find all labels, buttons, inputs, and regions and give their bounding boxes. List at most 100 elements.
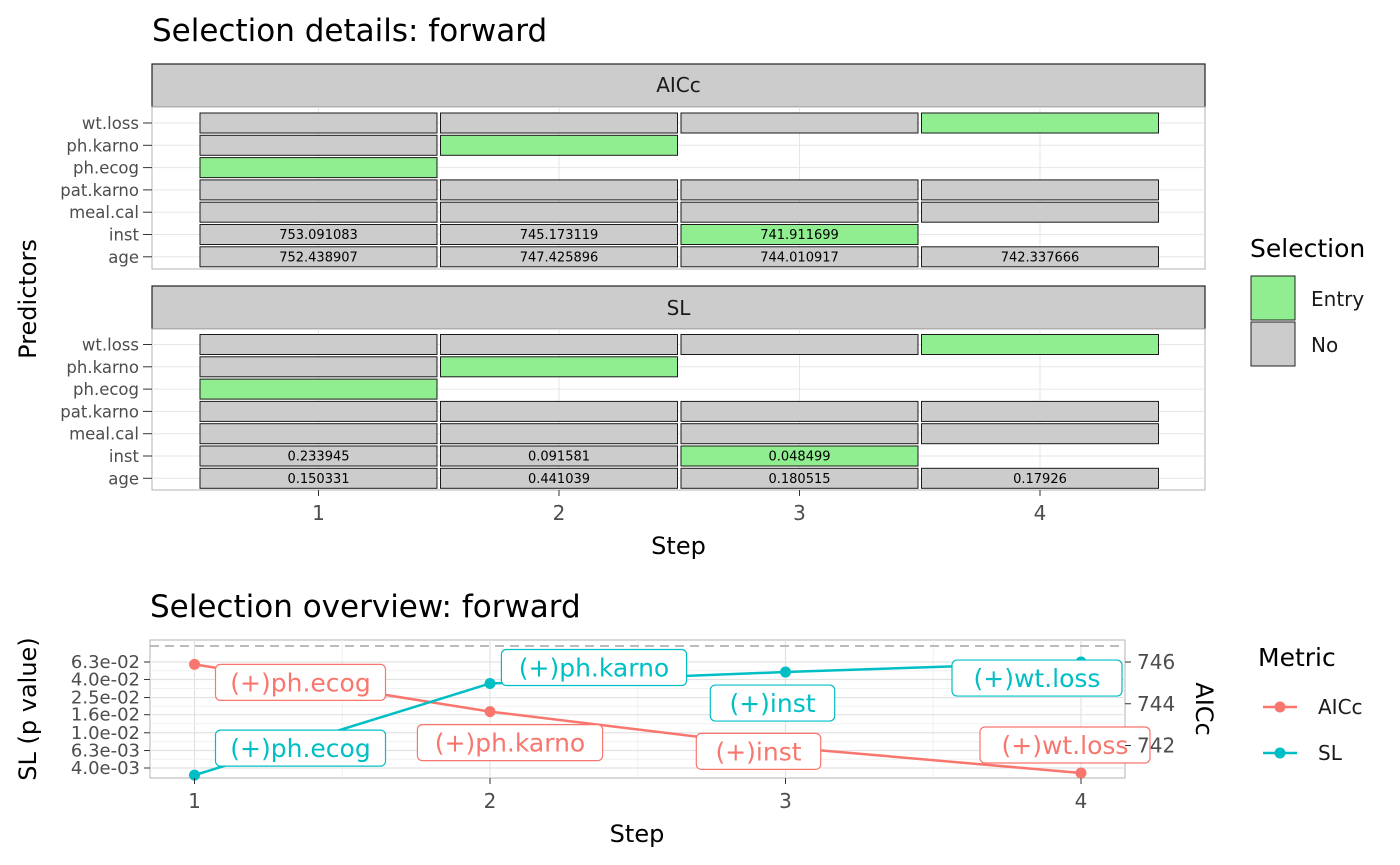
cell-value: 0.048499	[768, 450, 830, 465]
heatmap-cell	[440, 467, 678, 489]
point-label: (+)inst	[715, 737, 801, 766]
predictor-labels-aicc: wt.lossph.karnoph.ecogpat.karnomeal.cali…	[60, 114, 152, 267]
selection-legend-title: Selection	[1250, 234, 1365, 263]
x-tick-label: 2	[553, 501, 566, 525]
left-tick-label: 6.3e-03	[71, 741, 140, 762]
heatmap-cell	[680, 112, 919, 134]
heatmap-cell	[921, 400, 1159, 422]
point-label-box	[214, 663, 387, 701]
heatmap-cell	[199, 112, 438, 134]
point-label: (+)ph.ecog	[230, 734, 370, 763]
heatmap-cell	[921, 467, 1159, 489]
heatmap-cell	[680, 423, 919, 445]
predictor-labels-sl: wt.loss ph.karno ph.ecog pat.karno meal.cal i…	[60, 336, 152, 488]
series-point-sl	[780, 666, 791, 678]
heatmap-cell	[680, 445, 919, 467]
heatmap-cell	[440, 179, 678, 201]
predictor-label: inst	[109, 447, 140, 466]
left-tick-label: 1.6e-02	[71, 705, 140, 726]
heatmap-cell	[199, 378, 438, 400]
cell-value: 0.17926	[1013, 472, 1067, 487]
heatmap-title: Selection details: forward	[152, 13, 547, 49]
cell-value: 0.150331	[287, 472, 349, 487]
legend-marker-sl	[1274, 747, 1286, 759]
legend-swatch-no	[1250, 321, 1296, 367]
series-point-aicc	[189, 658, 200, 670]
left-tick-label: 6.3e-02	[71, 652, 140, 673]
heatmap-cell	[680, 400, 919, 422]
x-tick-label: 3	[779, 789, 792, 813]
heatmap-cell	[921, 112, 1159, 134]
x-tick-label: 4	[1075, 789, 1088, 813]
heatmap-cell	[440, 334, 678, 355]
heatmap-y-label: Predictors	[14, 239, 42, 359]
selection-legend: Selection Entry No	[1250, 234, 1365, 367]
cell-value: 747.425896	[520, 250, 599, 265]
cell-value: 752.438907	[279, 250, 358, 265]
heatmap-cell	[199, 467, 438, 489]
left-axis-ticks: 6.3e-024.0e-022.5e-021.6e-021.0e-026.3e-…	[71, 652, 150, 779]
cell-value: 0.441039	[528, 472, 590, 487]
heatmap-cell	[680, 179, 919, 201]
x-tick-label: 2	[484, 789, 497, 813]
point-label-box	[695, 732, 822, 770]
legend-label-aicc: AICc	[1318, 695, 1363, 719]
heatmap-cell	[680, 201, 919, 223]
heatmap-x-label: Step	[651, 532, 706, 560]
heatmap-cell	[921, 179, 1159, 201]
heatmap-cell	[199, 224, 438, 245]
cell-value: 0.233945	[287, 450, 349, 465]
line-y-label-right: AICc	[1190, 682, 1218, 735]
strip-sl	[151, 285, 1206, 330]
point-label-box	[416, 724, 604, 762]
heatmap-cell	[440, 246, 678, 268]
point-label: (+)ph.ecog	[230, 668, 370, 697]
legend-label-entry: Entry	[1311, 287, 1364, 311]
left-tick-label: 4.0e-03	[71, 758, 140, 779]
predictor-label: meal.cal	[69, 203, 139, 222]
heatmap-cell	[440, 423, 678, 445]
predictor-label: ph.karno	[66, 358, 139, 377]
heatmap-cell	[199, 334, 438, 355]
heatmap-cell	[440, 112, 678, 134]
heatmap-cell	[440, 134, 678, 156]
cell-value: 753.091083	[279, 228, 358, 243]
cell-value: 745.173119	[520, 228, 599, 243]
predictor-label: ph.ecog	[73, 380, 139, 399]
heatmap-cell	[199, 246, 438, 268]
heatmap-cell	[199, 201, 438, 223]
metric-legend-title: Metric	[1258, 643, 1336, 672]
predictor-label: pat.karno	[60, 181, 139, 200]
heatmap-cell	[680, 467, 919, 489]
heatmap-cell	[199, 157, 438, 179]
heatmap-cell	[680, 334, 919, 355]
heatmap-cell	[440, 224, 678, 245]
legend-marker-aicc	[1274, 701, 1286, 713]
point-label-box	[500, 648, 688, 687]
predictor-label: ph.ecog	[73, 159, 139, 178]
point-label: (+)ph.karno	[519, 653, 669, 682]
heatmap-cell	[921, 201, 1159, 223]
predictor-label: pat.karno	[60, 402, 139, 421]
strip-aicc	[151, 63, 1206, 108]
heatmap-cell	[199, 400, 438, 422]
right-tick-label: 742	[1137, 734, 1175, 758]
heatmap-cell	[199, 423, 438, 445]
heatmap-cell	[440, 201, 678, 223]
predictor-label: wt.loss	[82, 336, 139, 355]
series-point-sl	[189, 769, 200, 781]
left-tick-label: 1.0e-02	[71, 723, 140, 744]
heatmap-cell	[921, 246, 1159, 268]
strip-label-aicc: AICc	[656, 73, 701, 97]
predictor-label: meal.cal	[69, 425, 139, 444]
left-tick-label: 2.5e-02	[71, 688, 140, 709]
predictor-label: age	[108, 248, 139, 267]
predictor-label: age	[108, 469, 139, 488]
